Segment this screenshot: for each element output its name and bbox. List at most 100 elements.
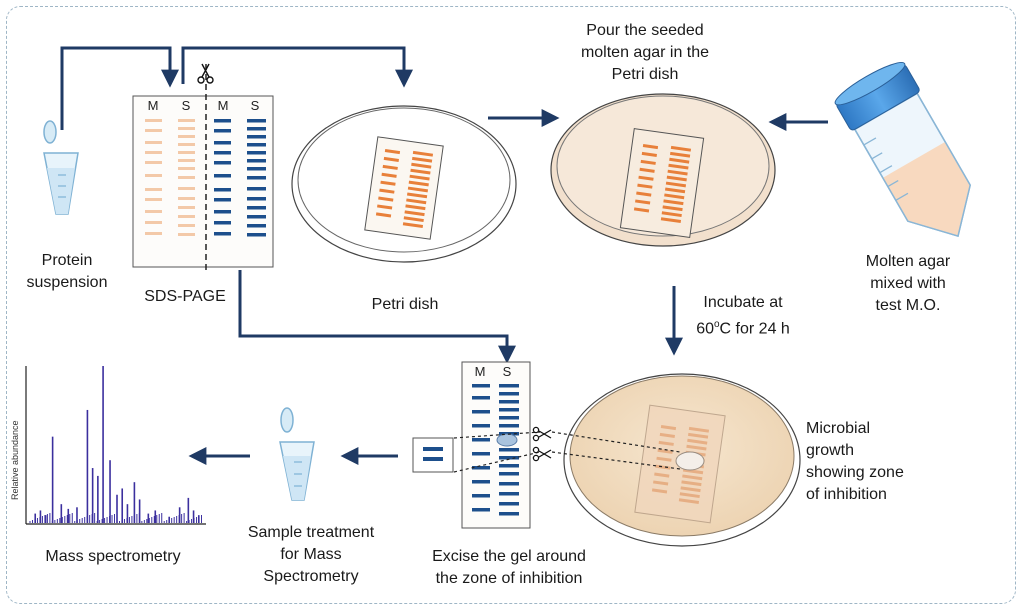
gel-band-pale [145,129,162,132]
gel-band-blue [472,424,490,428]
gel-band-blue [499,448,519,452]
gel-band-orange [375,212,392,218]
gel-band-pale [145,119,162,122]
gel-band-orange [639,167,655,173]
label-incubate: Incubate at 60oC for 24 h [688,292,798,340]
gel-band-pale [178,159,195,162]
gel-band-orange [656,456,672,462]
gel-band-blue [214,221,231,225]
gel-band-orange [642,144,659,150]
sample-tube [279,407,315,501]
gel-band-orange [412,150,434,157]
gel-band-pale [145,198,162,201]
gel-band-blue [247,176,266,180]
gel-band-orange [411,156,433,163]
gel-band-blue [247,135,266,139]
gel-band-pale [178,215,195,218]
gel-band-blue [247,143,266,147]
gel-band-blue [499,512,519,516]
gel-band-blue [214,141,231,145]
gel-band-pale [178,187,195,190]
mass-spectrum [25,366,206,525]
gel-band-orange [382,164,398,170]
gel-band-blue [472,466,490,470]
gel1-lane-s-right: S [250,98,260,113]
gel-band-orange [687,432,709,439]
gel-band-blue [214,129,231,133]
gel-band-pale [178,197,195,200]
excised-band-box [412,437,454,473]
gel-band-orange [658,440,674,446]
gel-band-blue [499,482,519,486]
gel-band-orange [651,488,668,494]
gel-band-orange [379,188,395,194]
label-pour-agar: Pour the seeded molten agar in the Petri… [580,22,710,83]
gel-band-pale [145,232,162,235]
gel-band-pale [178,119,195,122]
label-microbial-growth: Microbial growth showing zone of inhibit… [806,420,904,503]
gel-band-orange [411,162,432,169]
gel-band-blue [247,119,266,123]
excised-gel [412,361,681,529]
gel-band-orange [641,151,657,157]
gel-band-pale [178,167,195,170]
sds-page-gel [132,63,274,270]
gel-band-orange [405,204,426,211]
gel-band-orange [404,210,425,217]
gel-band-blue [247,127,266,131]
label-sample-treatment: Sample treatment for Mass Spectrometry [247,524,375,585]
scissors-icon [197,63,214,84]
gel-band-blue [214,198,231,202]
gel-band-blue [499,400,519,404]
gel-band-blue [247,151,266,155]
gel-band-orange [402,222,424,228]
gel-band-orange [663,199,684,206]
gel-band-blue [499,456,519,460]
gel-band-blue [247,187,266,191]
connector-arrows [60,46,828,465]
gel-band-blue [472,494,490,498]
gel-band-blue [247,233,266,237]
seeded-petri-dish [550,93,776,247]
label-petri-dish: Petri dish [371,296,439,313]
gel-band-blue [472,508,490,512]
gel-band-orange [654,472,670,478]
gel-band-orange [381,172,397,178]
gel-band-orange [661,211,682,218]
gel-band-blue [499,408,519,412]
petri-dish [291,105,517,263]
gel-band-pale [178,127,195,130]
incubate-line1: Incubate at [703,294,783,311]
gel-band-orange [633,207,650,213]
gel-band-blue [499,424,519,428]
gel-band-orange [681,480,702,487]
gel-band-pale [178,151,195,154]
gel-band-orange [667,169,688,176]
gel-band-blue [472,410,490,414]
gel-band-blue [499,492,519,496]
gel-band-blue [214,188,231,192]
gel-band-pale [145,210,162,213]
gel-band-blue [247,206,266,210]
inhibition-zone [675,451,705,471]
label-sds-page: SDS-PAGE [144,288,226,305]
gel-band-orange [662,205,683,212]
gel-band-blue [214,151,231,155]
gel-band-orange [665,181,687,188]
gel-band-blue [499,392,519,396]
gel-band-orange [660,217,682,223]
gel-band-orange [377,204,393,210]
gel-band-orange [666,175,687,182]
gel-band-orange [679,492,700,499]
gel-band-blue [214,119,231,123]
gel-band-pale [178,143,195,146]
gel2-lane-m: M [474,364,486,379]
incubate-line2: 60oC for 24 h [696,319,790,338]
gel-band-blue [214,232,231,236]
gel-band-orange [680,486,701,493]
gel-band-blue [247,215,266,219]
gel-band-orange [409,174,430,181]
protein-tube [43,120,79,215]
gel1-lane-m-right: M [217,98,229,113]
